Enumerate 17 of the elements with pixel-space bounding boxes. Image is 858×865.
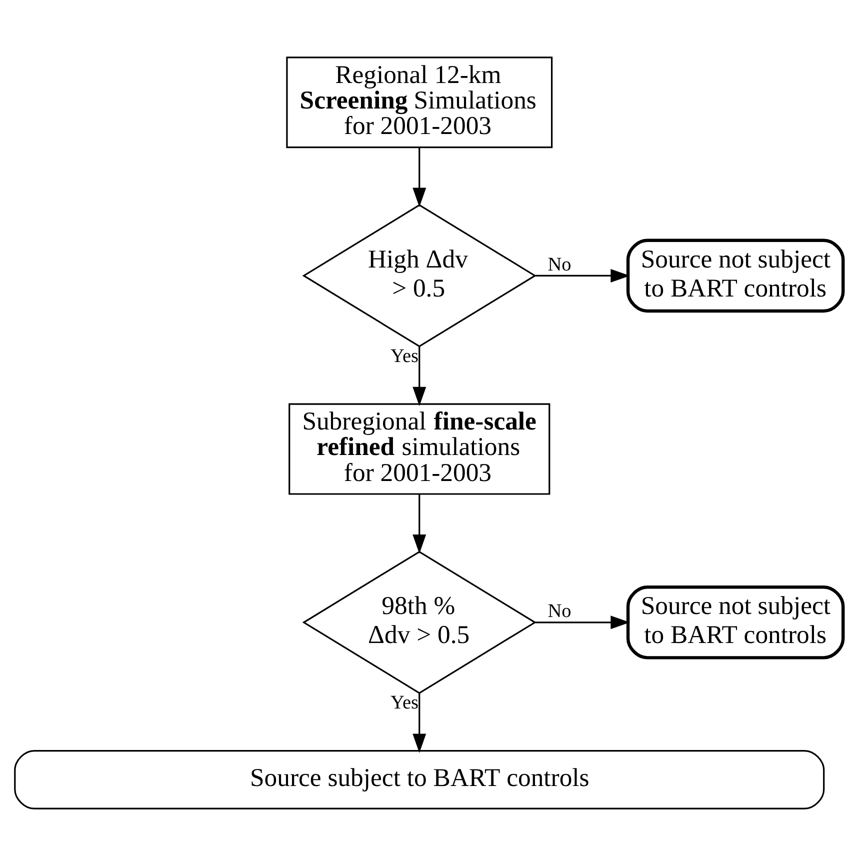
edge-label: No <box>548 254 572 275</box>
edge-label: Yes <box>390 345 418 366</box>
edge-label: Yes <box>390 692 418 713</box>
node-box: Subregional fine-scale refined simulations for 2001-2003 <box>288 402 550 494</box>
arrow <box>535 268 630 282</box>
node-box: Source subject to BART controls <box>14 750 825 809</box>
node-diamond: 98th % Δdv > 0.5 <box>302 550 536 694</box>
arrow <box>412 146 426 207</box>
node-box: Source not subject to BART controls <box>626 238 845 312</box>
node-box: Regional 12-km Screening Simulations for 2001-2003 <box>286 56 553 148</box>
node-box: Source not subject to BART controls <box>626 584 845 659</box>
arrow <box>412 494 426 554</box>
arrow <box>535 615 630 629</box>
node-diamond: High Δdv > 0.5 <box>302 204 536 347</box>
edge-label: No <box>548 600 572 622</box>
arrow <box>412 692 426 752</box>
arrow <box>412 346 426 406</box>
